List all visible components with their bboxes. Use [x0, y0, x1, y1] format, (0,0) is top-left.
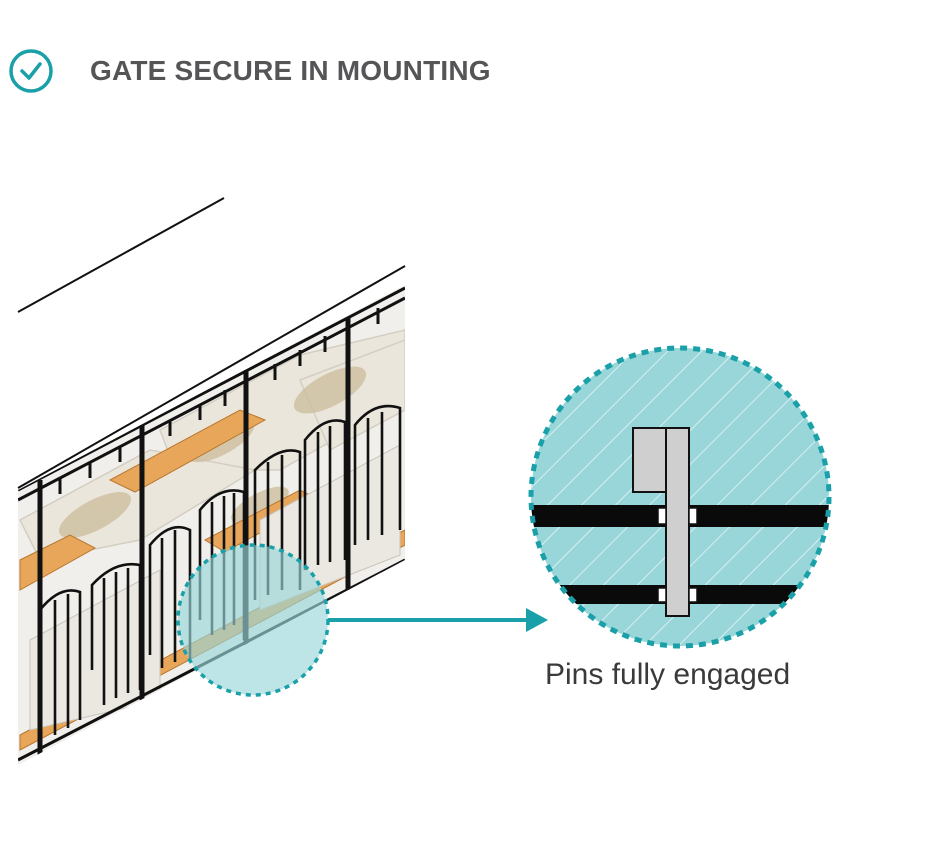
pin-collar-upper-left	[657, 507, 667, 525]
callout-caption: Pins fully engaged	[545, 658, 791, 691]
gate-pin	[665, 427, 690, 617]
page-title: GATE SECURE IN MOUNTING	[90, 55, 491, 86]
pin-collar-lower-right	[688, 587, 698, 603]
pin-collar-upper-right	[688, 507, 698, 525]
callout-arrow	[328, 608, 548, 632]
beam-lines	[17, 197, 406, 489]
zoom-detail	[528, 345, 832, 649]
top-rail-posts	[58, 308, 380, 494]
header	[8, 46, 54, 96]
check-circle-icon	[9, 49, 53, 93]
rack-with-pallets	[18, 285, 405, 765]
pin-collar-lower-left	[657, 587, 667, 603]
callout-source-circle	[176, 543, 330, 697]
